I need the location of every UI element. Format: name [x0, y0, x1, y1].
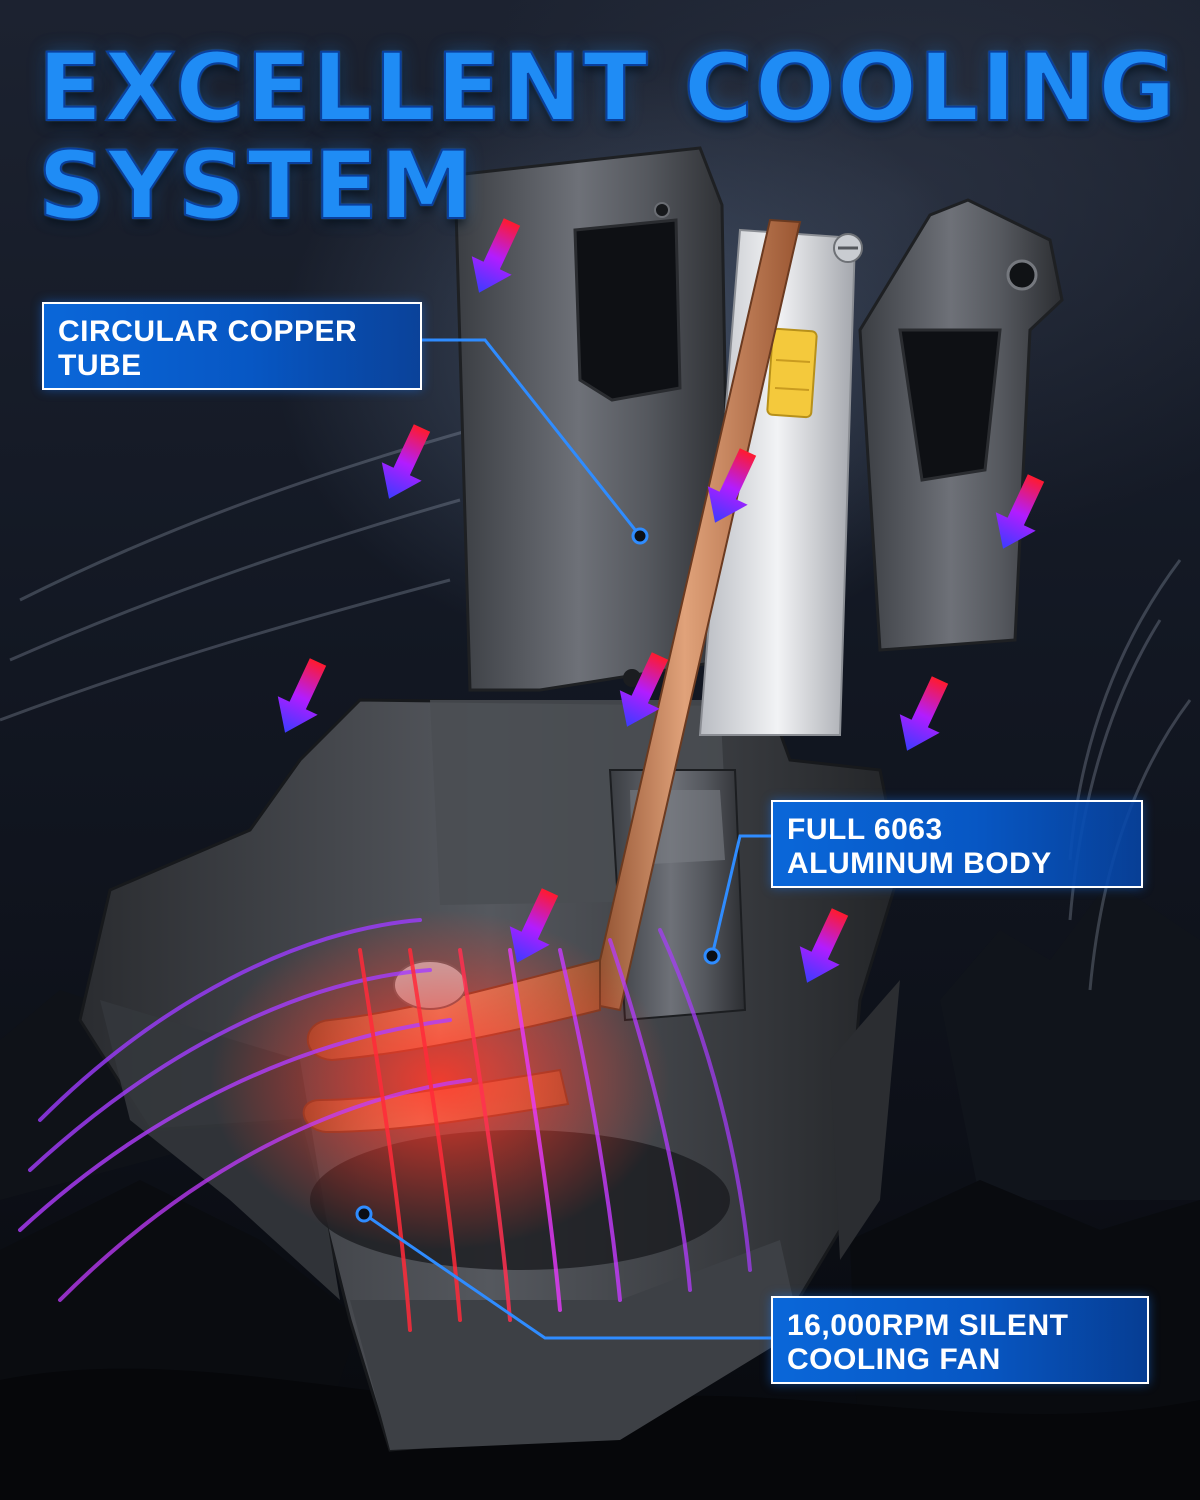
callout-text-line-2: COOLING FAN — [787, 1343, 1001, 1376]
callout-text-line-2: TUBE — [58, 349, 142, 382]
callout-leaders — [363, 338, 771, 1340]
callout-text-line-1: CIRCULAR COPPER — [58, 315, 358, 348]
right-mounting-arm — [858, 198, 1064, 652]
leader-cooling-fan — [363, 1212, 771, 1340]
airflow-arrow-icon — [707, 448, 757, 523]
airflow-arrows — [277, 218, 1045, 983]
callout-dot-icon — [703, 947, 721, 965]
airflow-arrow-icon — [995, 474, 1045, 549]
leader-aluminum-body — [710, 834, 771, 957]
airflow-arrow-icon — [381, 424, 431, 499]
callout-copper-tube: CIRCULAR COPPER TUBE — [42, 302, 422, 390]
headline-line-1: EXCELLENT COOLING — [37, 34, 1178, 143]
airflow-arrow-icon — [509, 888, 559, 963]
callout-text-line-1: 16,000RPM SILENT — [787, 1309, 1069, 1342]
callout-dot-icon — [631, 527, 649, 545]
callout-text-line-1: FULL 6063 — [787, 813, 943, 846]
airflow-arrow-icon — [899, 676, 949, 751]
heat-glow — [210, 910, 670, 1250]
leader-copper-tube — [420, 338, 642, 537]
callout-dots — [355, 527, 721, 1223]
airflow-arrow-icon — [277, 658, 327, 733]
headline-line-2: SYSTEM — [37, 132, 476, 241]
airflow-arrow-icon — [471, 218, 521, 293]
left-mounting-arm — [453, 146, 732, 692]
callout-dot-icon — [355, 1205, 373, 1223]
callout-text-line-2: ALUMINUM BODY — [787, 847, 1052, 880]
led-chip — [766, 327, 818, 419]
airflow-arrow-icon — [799, 908, 849, 983]
airflow-arrow-icon — [619, 652, 669, 727]
callout-aluminum-body: FULL 6063 ALUMINUM BODY — [771, 800, 1143, 888]
callout-cooling-fan: 16,000RPM SILENT COOLING FAN — [771, 1296, 1149, 1384]
airflow-lines — [18, 918, 752, 1332]
